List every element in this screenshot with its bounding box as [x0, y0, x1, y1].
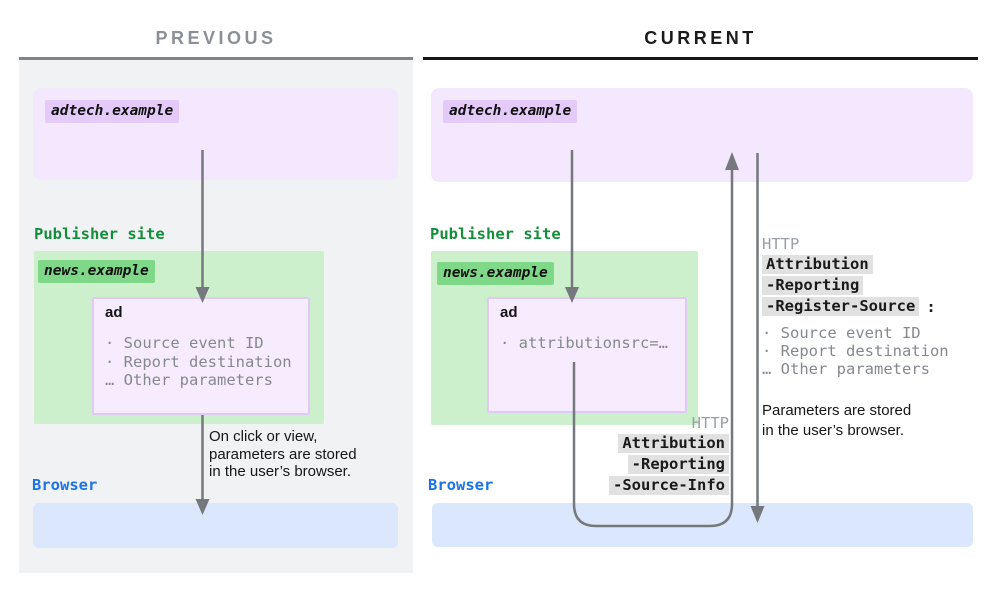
ad-param: · Source event ID [105, 334, 264, 352]
adtech-site-chip-current: adtech.example [443, 100, 578, 123]
response-param: · Source event ID [762, 324, 921, 342]
browser-box-current [432, 503, 973, 547]
storage-note-current: Parameters are stored in the user’s brow… [762, 402, 912, 439]
ad-param: · Report destination [105, 352, 292, 371]
ad-box-current: ad · attributionsrc=… [487, 297, 687, 413]
request-header-chip: -Reporting [627, 455, 729, 474]
response-header-chip: -Reporting [762, 276, 864, 295]
response-protocol-label: HTTP [762, 235, 800, 253]
response-header-chip: -Register-Source [762, 297, 920, 316]
browser-box-previous [33, 503, 398, 548]
publisher-site-heading-current: Publisher site [430, 225, 561, 243]
ad-param: · attributionsrc=… [500, 334, 668, 352]
response-header-chip: Attribution [762, 255, 873, 274]
response-colon: : [926, 297, 936, 316]
ad-param-list-previous: · Source event ID · Report destination …… [105, 334, 292, 390]
current-title: CURRENT [644, 28, 757, 48]
ad-box-previous: ad · Source event ID · Report destinatio… [92, 297, 310, 415]
ad-title-current: ad [500, 304, 518, 321]
ad-param: … Other parameters [105, 371, 273, 389]
news-site-chip-previous: news.example [38, 260, 155, 283]
adtech-site-chip-previous: adtech.example [45, 100, 180, 123]
adtech-box-current: adtech.example [431, 88, 973, 182]
ad-title-previous: ad [105, 304, 123, 321]
response-param: … Other parameters [762, 360, 930, 378]
http-request-stack: HTTP Attribution -Reporting -Source-Info [609, 415, 729, 495]
response-param-list: · Source event ID · Report destination …… [762, 324, 949, 378]
request-header-chip: -Source-Info [609, 476, 729, 495]
request-protocol-label: HTTP [691, 414, 729, 432]
ad-param-list-current: · attributionsrc=… [500, 334, 668, 353]
browser-heading-current: Browser [428, 476, 494, 494]
browser-heading-previous: Browser [32, 476, 98, 494]
response-param: · Report destination [762, 342, 949, 360]
click-store-note-previous: On click or view, parameters are stored … [209, 428, 357, 480]
adtech-box-previous: adtech.example [33, 88, 398, 180]
current-divider [423, 57, 978, 60]
previous-title: PREVIOUS [155, 28, 277, 48]
request-header-chip: Attribution [618, 434, 729, 453]
news-site-chip-current: news.example [437, 262, 554, 285]
http-response-stack: HTTP Attribution -Reporting -Register-So… [762, 236, 949, 440]
previous-divider [19, 57, 413, 60]
publisher-site-heading-previous: Publisher site [34, 225, 165, 243]
response-header-row: -Register-Source : [762, 297, 936, 316]
